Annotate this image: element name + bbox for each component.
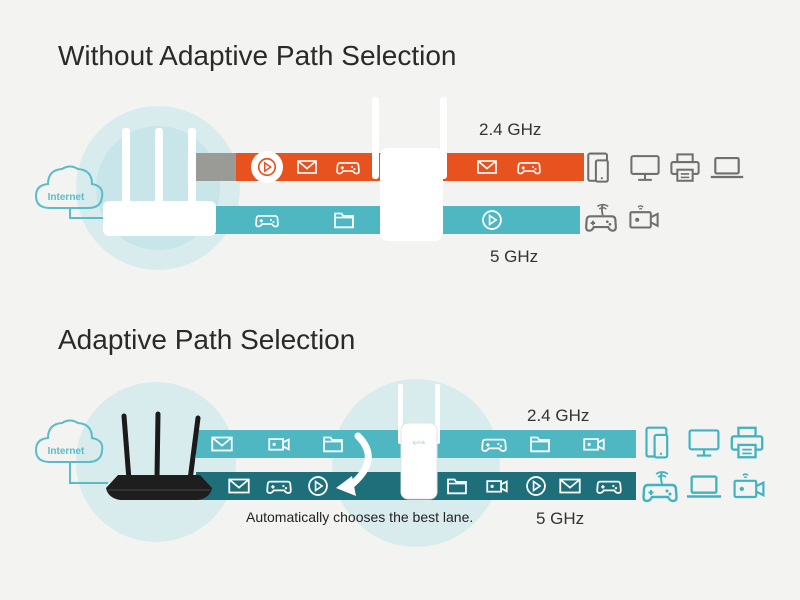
phone-tablet-icon	[645, 426, 669, 459]
printer-icon	[730, 426, 764, 459]
svg-text:tp-link: tp-link	[413, 440, 426, 445]
laptop-icon	[709, 156, 745, 179]
internet-cloud	[34, 165, 104, 219]
play-badge	[251, 151, 283, 183]
top-section	[34, 97, 745, 270]
section-title-adaptive: Adaptive Path Selection	[58, 324, 356, 355]
adaptive-caption: Automatically chooses the best lane.	[246, 509, 474, 525]
security-camera-icon	[629, 204, 659, 229]
game-controller-icon	[642, 470, 678, 503]
range-extender-white: tp-link	[398, 384, 440, 500]
internet-label: Internet	[48, 192, 85, 203]
monitor-icon	[630, 155, 660, 181]
lane-switch-arrow	[336, 432, 372, 496]
range-extender-white	[372, 97, 447, 241]
band-label-24ghz: 2.4 GHz	[479, 120, 542, 139]
phone-tablet-icon	[587, 152, 609, 183]
internet-cloud	[34, 419, 108, 484]
printer-icon	[670, 153, 700, 182]
game-controller-icon	[585, 203, 617, 232]
bottom-section: tp-link	[34, 379, 765, 547]
monitor-icon	[688, 429, 720, 457]
security-camera-icon	[733, 472, 765, 499]
router-black	[106, 411, 212, 500]
laptop-icon	[685, 475, 723, 498]
router-white	[103, 128, 216, 236]
internet-label: Internet	[48, 446, 85, 457]
band-label-24ghz: 2.4 GHz	[527, 406, 590, 425]
band-label-5ghz: 5 GHz	[490, 247, 539, 266]
band-label-5ghz: 5 GHz	[536, 509, 585, 528]
section-title-without: Without Adaptive Path Selection	[58, 40, 457, 71]
